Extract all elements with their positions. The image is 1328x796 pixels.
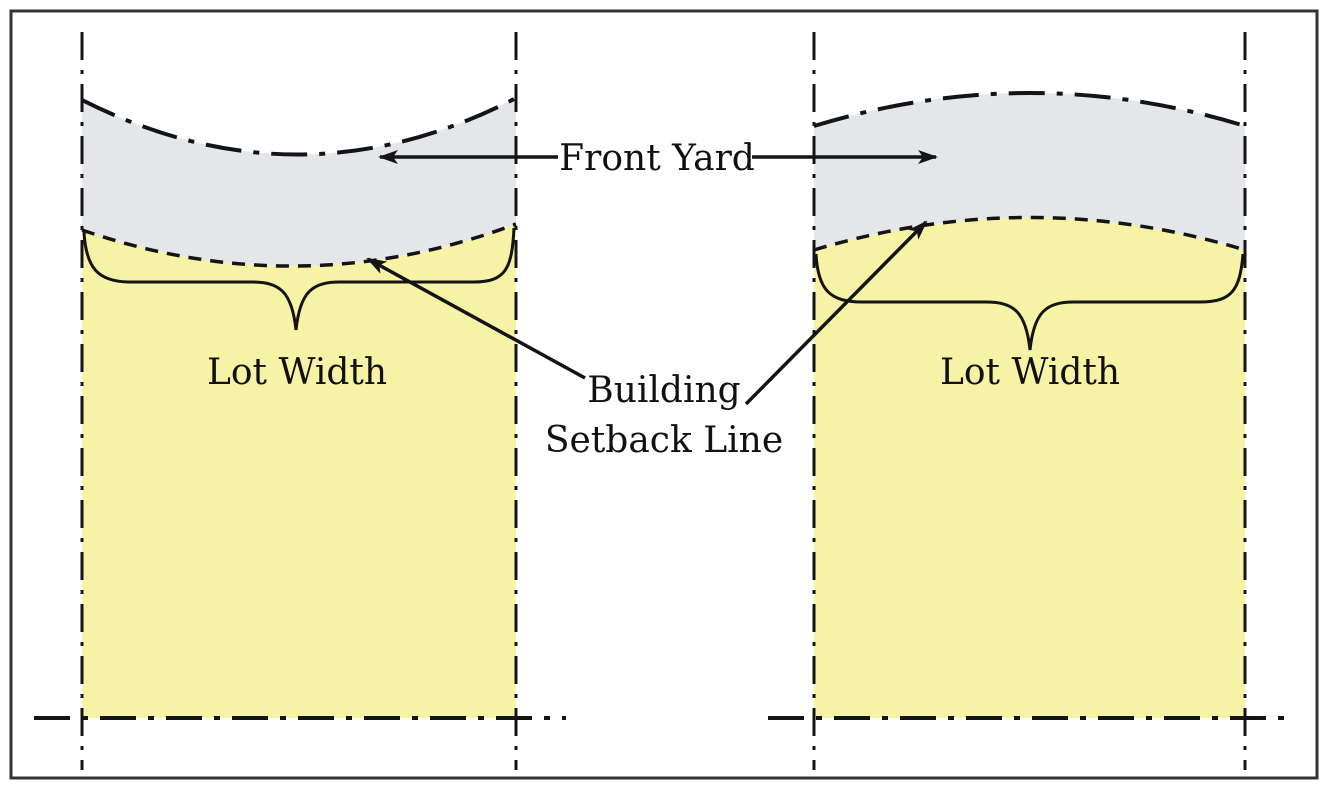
front-yard-label: Front Yard xyxy=(559,138,755,179)
right-lot-width-brace xyxy=(814,253,1245,351)
right-lot-width-label: Lot Width xyxy=(940,352,1120,393)
left-lot-width-brace xyxy=(82,227,516,331)
right-front-lot-line xyxy=(813,91,1246,128)
left-buildable-area xyxy=(82,224,516,718)
left-lot-width-label: Lot Width xyxy=(207,352,387,393)
left-setback-line xyxy=(81,222,517,268)
right-setback-line xyxy=(813,215,1246,252)
setback-arrow-right xyxy=(744,220,928,406)
setback-arrow-left xyxy=(366,257,586,380)
left-front-yard-area xyxy=(82,98,516,267)
left-front-lot-line xyxy=(81,96,517,157)
right-buildable-area xyxy=(814,217,1245,718)
setback-line-label: Setback Line xyxy=(545,420,783,461)
right-front-yard-area xyxy=(814,93,1245,250)
building-label: Building xyxy=(587,370,740,411)
